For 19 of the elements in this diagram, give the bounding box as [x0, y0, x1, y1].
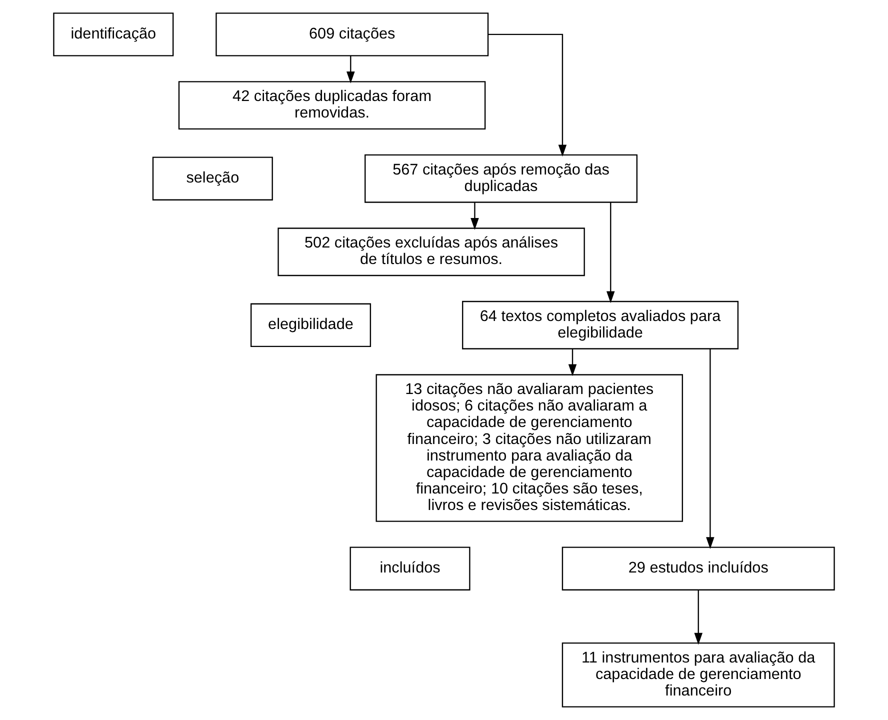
node-box: seleção: [152, 156, 273, 200]
node-box: 29 estudos incluídos: [562, 546, 835, 590]
node-box: 567 citações após remoção das duplicadas: [364, 154, 638, 203]
arrow: [694, 590, 703, 645]
node-box: 11 instrumentos para avaliação da capacidade de gerenciamento financeiro: [562, 642, 835, 708]
node-box: 502 citações excluídas após análises de títulos e resumos.: [278, 228, 585, 276]
arrow: [568, 348, 577, 376]
node-box: 13 citações não avaliaram pacientes idosos; 6 citações não avaliaram a capacidade de gerenciamento financeiro; 3 citações não utilizaram instrumento para avaliação da capacidade de gerenciamento financeiro; 10 citações são teses, livros e revisões sistemáticas.: [376, 374, 683, 522]
node-box: 42 citações duplicadas foram removidas.: [178, 81, 486, 130]
node-box: 609 citações: [216, 12, 489, 56]
node-box: elegibilidade: [250, 303, 372, 347]
node-box: identificação: [53, 12, 174, 56]
arrow: [470, 202, 479, 230]
node-box: 64 textos completos avaliados para elegibilidade: [462, 300, 739, 350]
arrow: [488, 34, 567, 157]
arrow: [606, 202, 615, 304]
arrow: [706, 348, 714, 549]
node-box: incluídos: [350, 546, 470, 590]
arrow: [346, 56, 355, 84]
